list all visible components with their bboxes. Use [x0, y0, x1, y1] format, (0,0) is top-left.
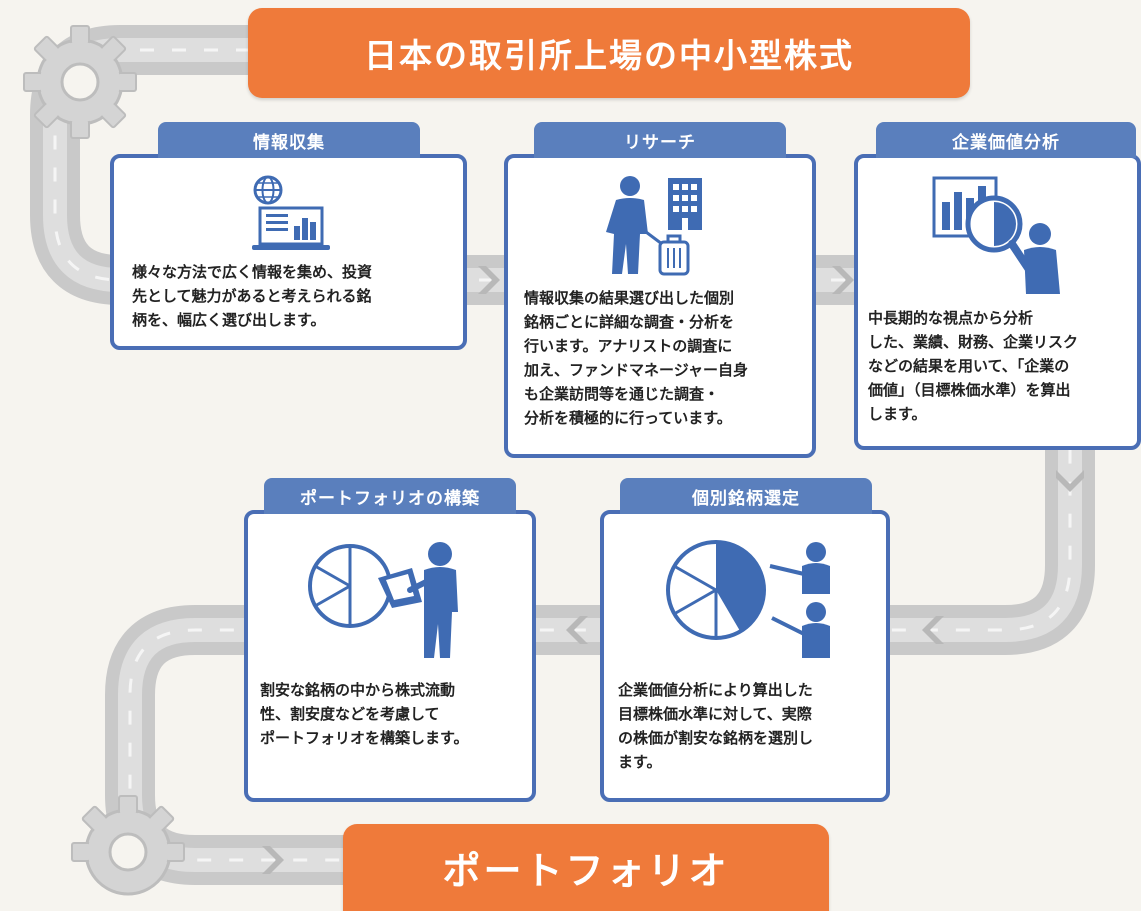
step-card-stock-selection: 個別銘柄選定 企業価値分析により算出した 目標株価水準に対して、実際 の株価が割… — [600, 478, 890, 802]
title-banner: 日本の取引所上場の中小型株式 — [248, 8, 970, 98]
description-line: 割安な銘柄の中から株式流動 — [260, 681, 456, 699]
step-tab-label: ポートフォリオの構築 — [264, 478, 516, 514]
pie-chart-presenter-icon — [308, 542, 458, 658]
description-line: 銘柄ごとに詳細な調査・分析を — [524, 313, 735, 331]
magnifier-chart-analyst-icon — [932, 176, 1060, 294]
step-card-frame — [244, 510, 536, 802]
description-line: 先として魅力があると考えられる銘 — [132, 287, 372, 305]
description-line: 加え、ファンドマネージャー自身 — [524, 361, 748, 379]
title-text: 日本の取引所上場の中小型株式 — [364, 36, 854, 75]
description-line: 行います。アナリストの調査に — [524, 337, 733, 355]
step-tab-label: 企業価値分析 — [876, 122, 1136, 158]
result-banner: ポートフォリオ — [343, 824, 829, 911]
step-description: 中長期的な視点から分析 した、業績、財務、企業リスク などの結果を用いて、「企業… — [868, 306, 1138, 426]
businessman-building-icon — [606, 176, 702, 276]
step-description: 情報収集の結果選び出した個別 銘柄ごとに詳細な調査・分析を 行います。アナリスト… — [524, 286, 799, 430]
step-tab-label: 個別銘柄選定 — [620, 478, 872, 514]
step-card-info-gathering: 情報収集 様々な方法で広く情報を集め、投資 先として魅力があると考えられる銘 柄… — [110, 122, 467, 350]
pie-chart-two-people-icon — [666, 540, 830, 658]
step-card-portfolio-construction: ポートフォリオの構築 割安な銘柄の中から株式流動 性、割安度などを考慮して ポー… — [244, 478, 536, 802]
description-line: などの結果を用いて、「企業の — [868, 357, 1070, 375]
gear-icon — [23, 25, 137, 139]
step-description: 企業価値分析により算出した 目標株価水準に対して、実際 の株価が割安な銘柄を選別… — [618, 678, 876, 774]
description-line: ポートフォリオを構築します。 — [260, 729, 469, 747]
step-card-valuation: 企業価値分析 中長期的な視点から分析 した、業績、財務、企業リスク などの結果を… — [854, 122, 1141, 450]
step-card-frame — [110, 154, 467, 350]
description-line: 様々な方法で広く情報を集め、投資 — [132, 263, 373, 281]
description-line: した、業績、財務、企業リスク — [868, 333, 1079, 351]
road-arrows — [262, 266, 1084, 874]
step-tab-label: リサーチ — [534, 122, 786, 158]
step-card-research: リサーチ 情報収集の結果選び出した個別 銘柄ごとに詳細な調査・分析を 行います。… — [504, 122, 816, 458]
description-line: の株価が割安な銘柄を選別し — [618, 729, 814, 747]
description-line: します。 — [868, 405, 927, 423]
description-line: 性、割安度などを考慮して — [260, 705, 440, 723]
step-description: 様々な方法で広く情報を集め、投資 先として魅力があると考えられる銘 柄を、幅広く… — [132, 260, 450, 332]
description-line: 情報収集の結果選び出した個別 — [524, 289, 735, 307]
description-line: ます。 — [618, 753, 662, 771]
description-line: 柄を、幅広く選び出します。 — [132, 311, 326, 329]
result-text: ポートフォリオ — [442, 849, 730, 893]
description-line: 中長期的な視点から分析 — [868, 309, 1034, 327]
step-description: 割安な銘柄の中から株式流動 性、割安度などを考慮して ポートフォリオを構築します… — [260, 678, 522, 750]
globe-laptop-icon — [252, 175, 330, 250]
description-line: 目標株価水準に対して、実際 — [618, 705, 812, 723]
step-tab-label: 情報収集 — [158, 122, 420, 158]
description-line: も企業訪問等を通じた調査・ — [524, 385, 720, 403]
description-line: 価値」（目標株価水準）を算出 — [868, 381, 1071, 399]
gear-icon — [71, 795, 185, 896]
description-line: 分析を積極的に行っています。 — [524, 409, 732, 427]
description-line: 企業価値分析により算出した — [618, 681, 813, 699]
